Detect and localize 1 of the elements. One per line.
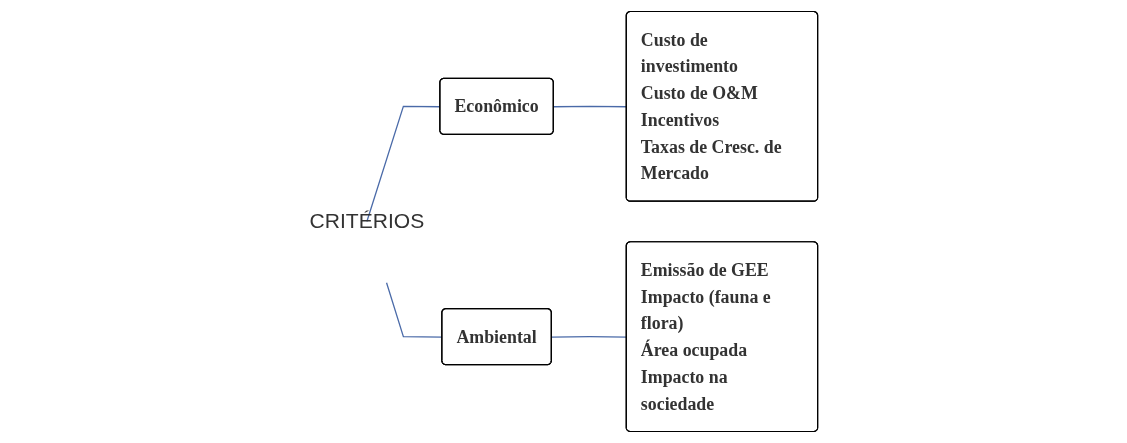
node-text: CRITÉRIOS — [309, 208, 425, 234]
